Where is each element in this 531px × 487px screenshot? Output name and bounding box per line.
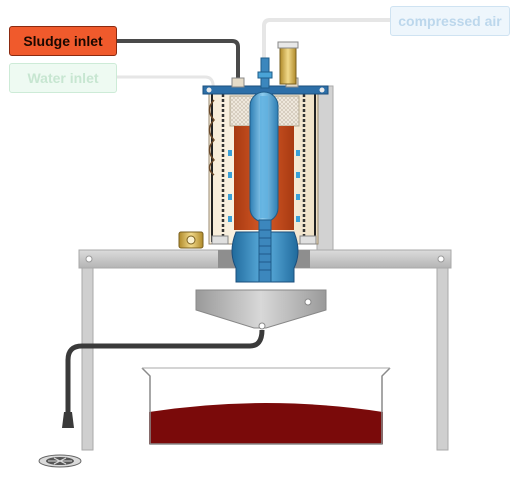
bracket-right — [299, 235, 317, 245]
membrane-core — [260, 96, 268, 218]
sludge-inlet-pipe — [117, 39, 240, 92]
air-cylinder-cap — [277, 41, 299, 49]
drain-grate-icon — [38, 454, 82, 468]
sludge-inlet-button[interactable]: Sludge inlet — [9, 26, 117, 56]
water-inlet-pipe — [117, 75, 216, 93]
shaft-threads — [259, 229, 271, 271]
filtrate-liquid — [149, 403, 383, 444]
table-bolt-right — [437, 255, 445, 263]
drain-hose — [65, 329, 265, 412]
air-cylinder — [279, 43, 297, 85]
table-bolt-left — [85, 255, 93, 263]
piston-shaft — [258, 219, 272, 283]
coiled-hose — [208, 99, 216, 176]
gauge-dial — [186, 235, 196, 245]
lid-block-left — [231, 77, 245, 88]
compressed-air-button[interactable]: compressed air — [390, 6, 510, 36]
lid-bolt-left — [206, 87, 212, 93]
table-leg-right — [436, 267, 449, 451]
funnel-bolt — [304, 298, 312, 306]
piston-stem-cap — [257, 71, 273, 79]
funnel-outlet — [258, 322, 266, 330]
support-post — [316, 85, 334, 251]
water-inlet-button[interactable]: Water inlet — [9, 63, 117, 93]
lid-bolt-right — [319, 87, 325, 93]
table-leg-left — [81, 267, 94, 451]
collection-funnel — [195, 289, 327, 329]
filtrate-tank — [141, 367, 391, 445]
bracket-left — [211, 235, 229, 245]
blue-clips — [228, 150, 300, 222]
compressed-air-pipe — [262, 18, 390, 72]
hose-nozzle — [62, 412, 74, 428]
